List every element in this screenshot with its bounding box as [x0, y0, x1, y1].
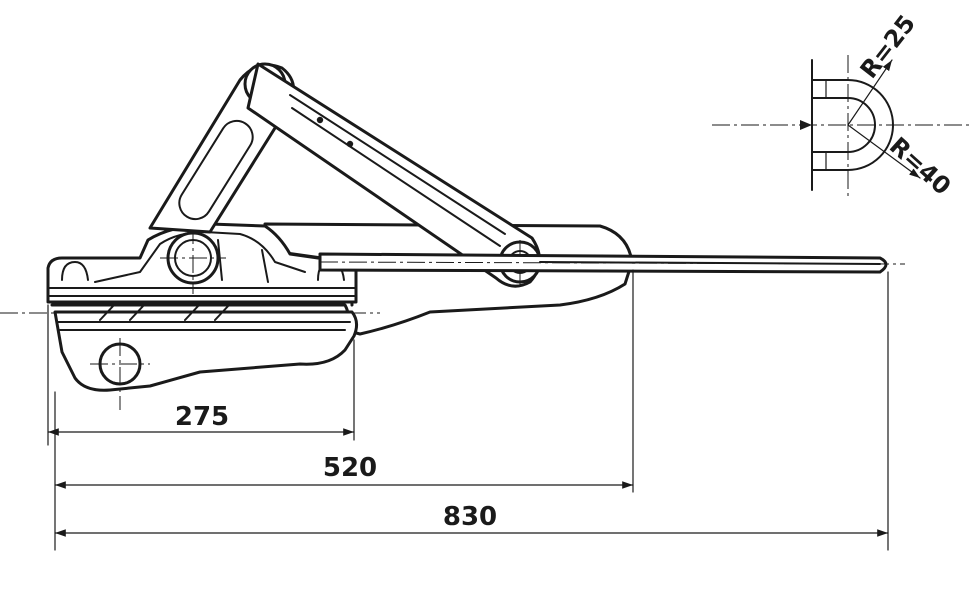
- extension-lines: [47, 269, 889, 551]
- dimension-label-520: 520: [323, 453, 377, 483]
- radius-label-25: R=25: [855, 10, 921, 84]
- radius-leader-40: [847, 124, 921, 179]
- rivet-dot: [346, 140, 354, 148]
- groove-detail-view: [712, 55, 970, 200]
- dimension-label-275: 275: [175, 402, 229, 432]
- rivet-dot: [316, 116, 324, 124]
- dimension-label-830: 830: [443, 502, 497, 532]
- radius-label-40: R=40: [884, 132, 956, 201]
- radius-leader-25: [847, 59, 893, 126]
- dimension-lines: [47, 428, 889, 537]
- clamp-body: [46, 222, 634, 410]
- handle-rod: [318, 252, 906, 274]
